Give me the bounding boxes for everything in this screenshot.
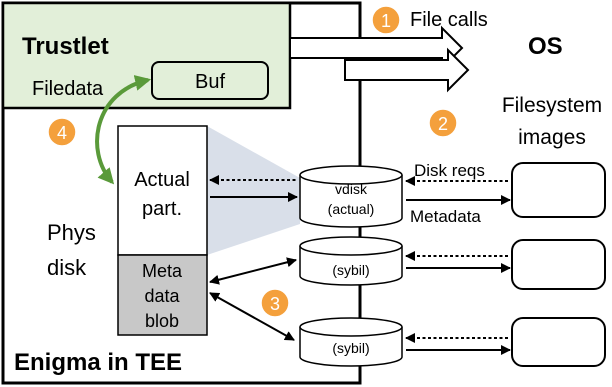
phys-disk-label: Phys: [47, 220, 96, 245]
buf-box: [151, 61, 269, 100]
blob-to-sybil-2: [209, 292, 295, 341]
enigma-tee-label: Enigma in TEE: [14, 349, 182, 376]
sybil-cylinder-1: [299, 236, 403, 286]
trustlet-title: Trustlet: [22, 33, 109, 60]
vdisk-actual-label: (actual): [328, 201, 375, 217]
svg-text:2: 2: [438, 114, 448, 134]
filedata-arrow: [95, 75, 152, 185]
os-label: OS: [528, 33, 563, 60]
sybil-2-label: (sybil): [332, 340, 369, 356]
vdisk-actual-cylinder: [299, 165, 403, 228]
meta-blob-label: Meta: [142, 261, 183, 281]
badge-1: 1: [371, 5, 401, 35]
meta-blob-label-3: blob: [145, 311, 179, 331]
filesystem-image-3: [511, 317, 606, 367]
blob-to-sybil-1: [209, 257, 297, 285]
phys-disk-label-2: disk: [47, 255, 87, 280]
buf-label: Buf: [195, 71, 225, 93]
actual-part-label-2: part.: [142, 198, 182, 220]
actual-part-projection: [207, 126, 300, 255]
disk-reqs-label: Disk reqs: [414, 161, 485, 180]
metadata-blob: [117, 254, 208, 336]
actual-part-label: Actual: [134, 169, 190, 191]
file-calls-arrow-2: [344, 47, 470, 93]
badge-3: 3: [260, 288, 290, 318]
vdisk-label: vdisk: [335, 181, 368, 197]
filesystem-images-label: Filesystem: [502, 94, 602, 117]
filesystem-image-1: [511, 162, 606, 218]
filesystem-image-2: [511, 239, 606, 290]
metadata-label: Metadata: [410, 207, 481, 226]
svg-text:1: 1: [381, 11, 391, 31]
svg-text:3: 3: [270, 294, 280, 314]
filedata-label: Filedata: [32, 78, 104, 100]
svg-text:4: 4: [57, 123, 67, 143]
badge-2: 2: [428, 108, 458, 138]
filesystem-images-label-2: images: [518, 126, 586, 149]
badge-4: 4: [47, 117, 77, 147]
sybil-1-label: (sybil): [332, 262, 369, 278]
sybil-cylinder-2: [299, 317, 403, 367]
file-calls-label: File calls: [410, 9, 488, 31]
meta-blob-label-2: data: [144, 286, 180, 306]
